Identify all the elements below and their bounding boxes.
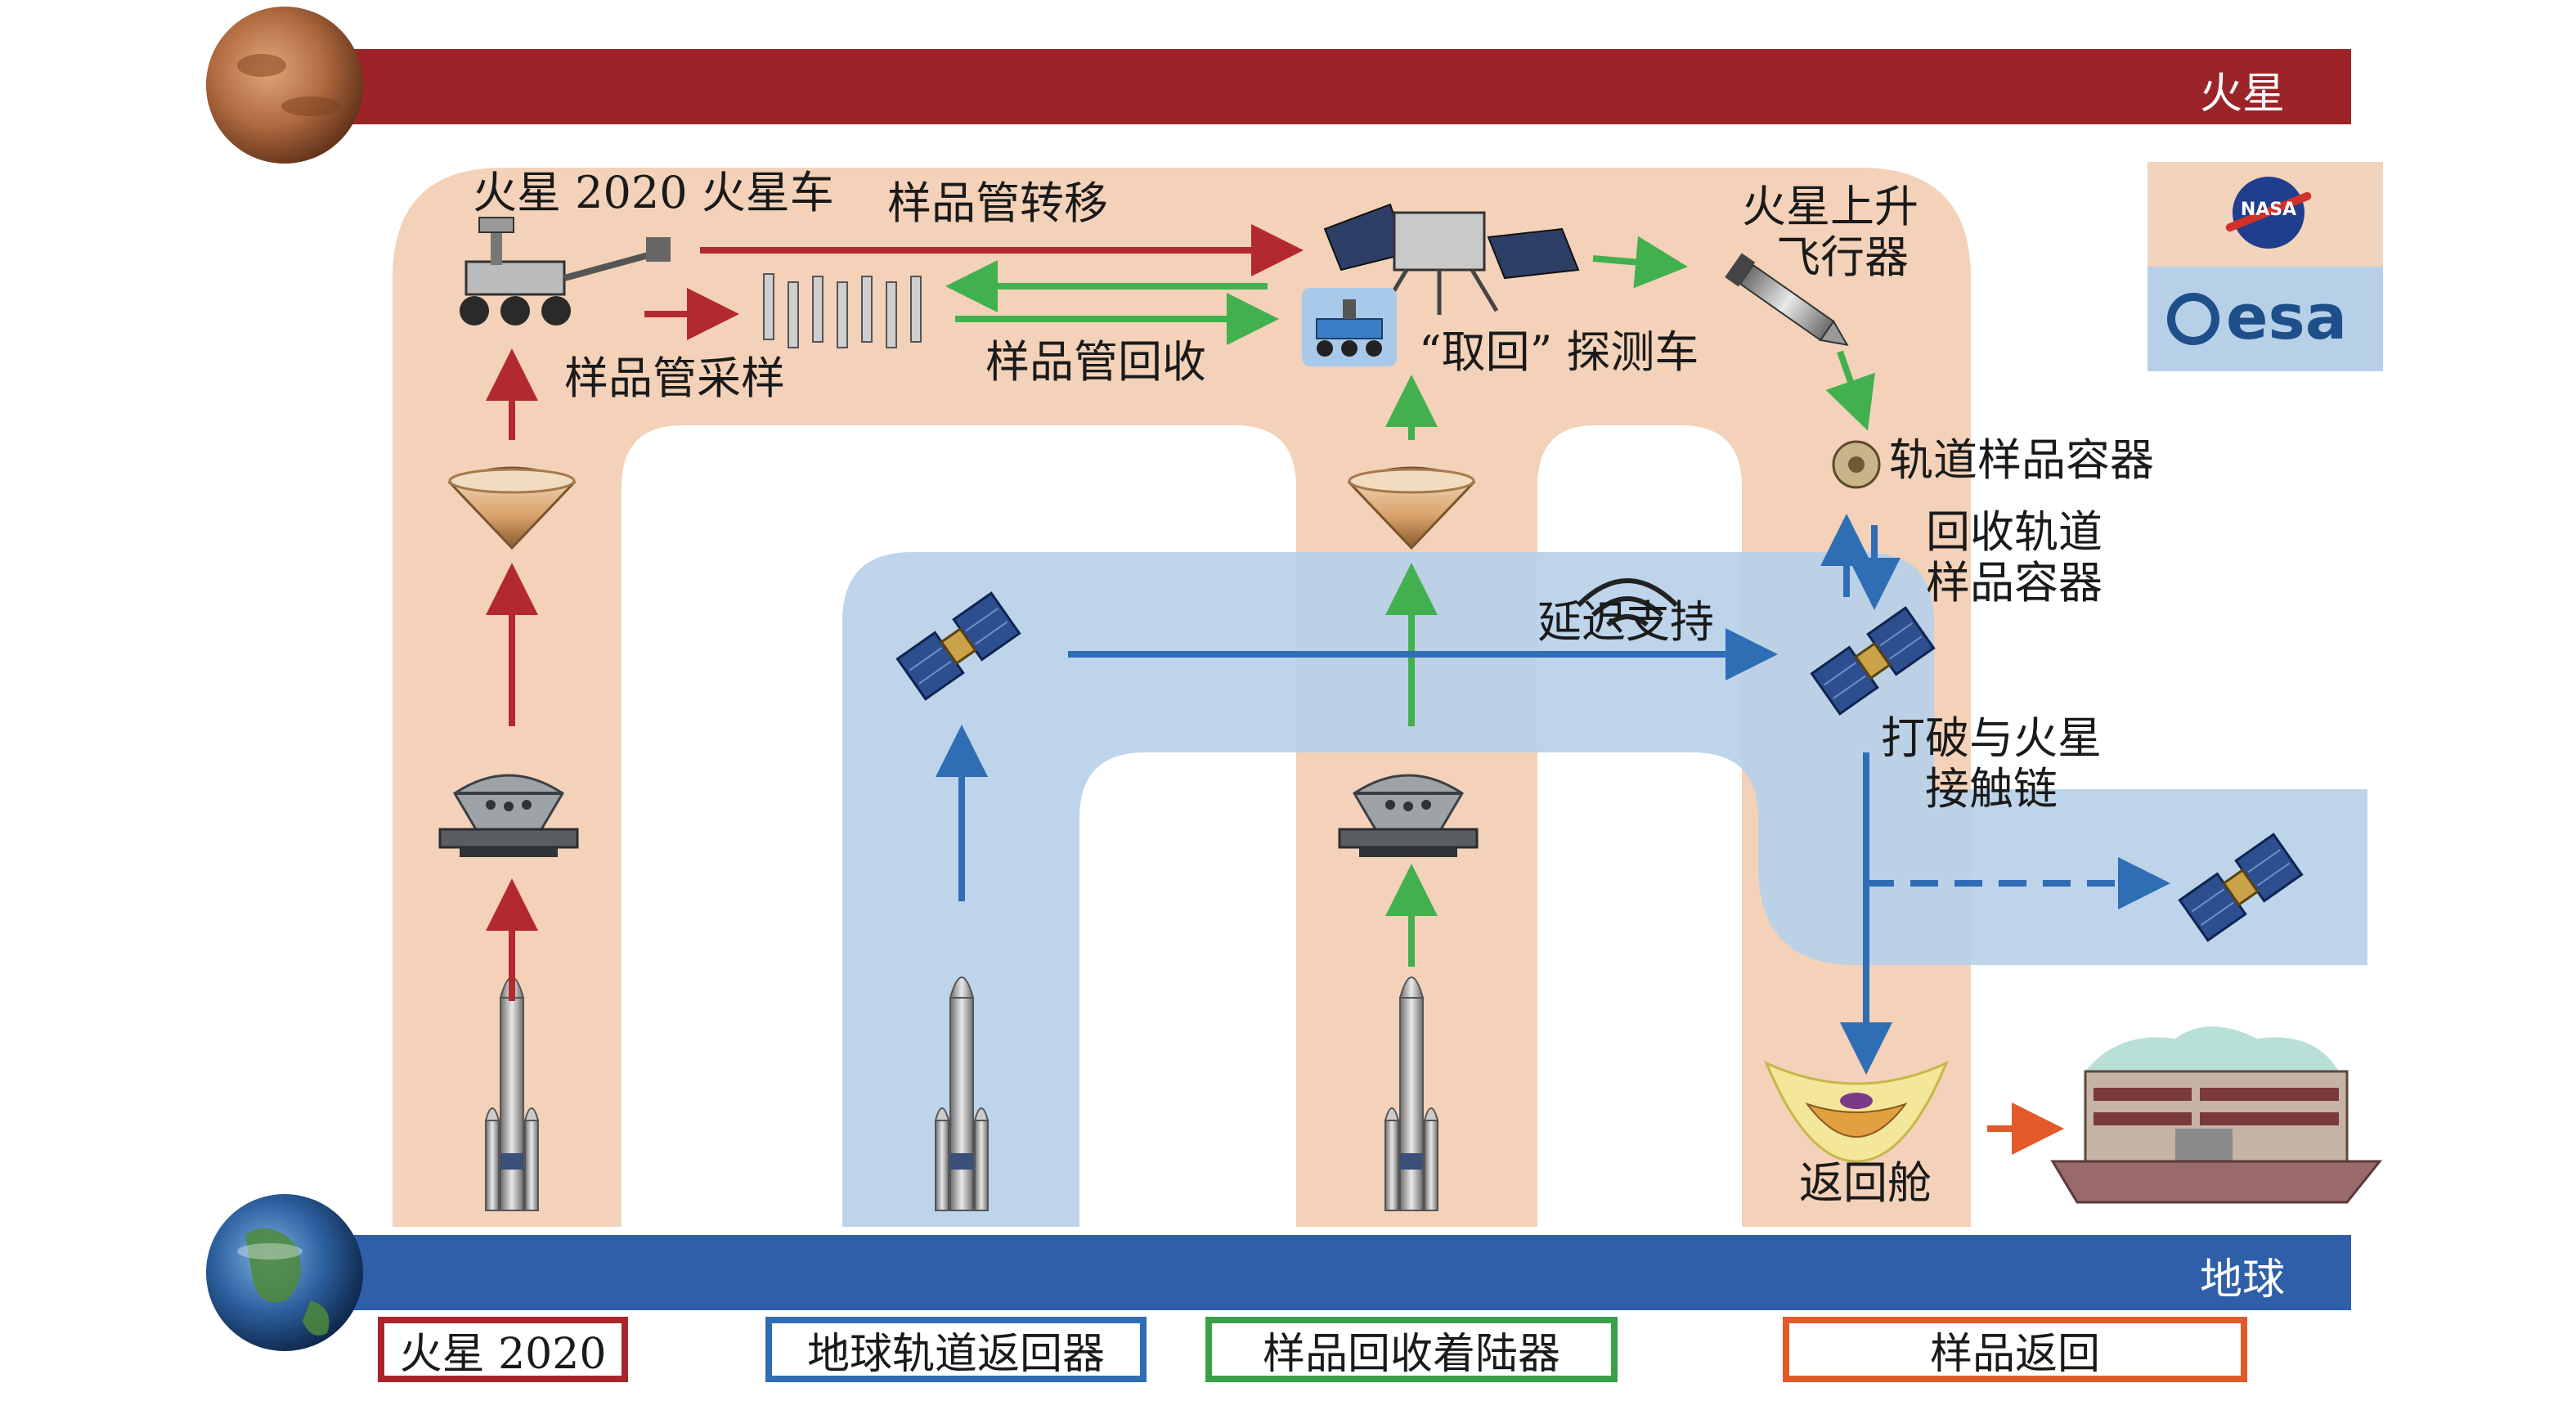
rover-2020-label: 火星 2020 火星车: [473, 167, 834, 218]
nasa-logo-text: NASA: [2240, 200, 2297, 220]
recover-container-label-line1: 回收轨道: [1926, 506, 2103, 558]
tube-transfer-label: 样品管转移: [887, 177, 1108, 229]
esa-globe-icon: [2167, 293, 2219, 345]
mars2020-rover-icon: [460, 217, 671, 326]
break-chain-label-line2: 接触链: [1925, 763, 2058, 815]
earth-label: 地球: [2200, 1255, 2286, 1304]
break-chain-label: 打破与火星 接触链: [1881, 712, 2102, 815]
tube-sampling-label: 样品管采样: [564, 352, 785, 404]
ascent-vehicle-label: 火星上升 飞行器: [1742, 181, 1919, 284]
break-chain-label-line1: 打破与火星: [1881, 712, 2102, 764]
mars-planet-icon: [206, 7, 363, 164]
esa-logo-text: esa: [2226, 281, 2348, 353]
fetch-lander-icon: [1323, 203, 1580, 315]
fetch-rover-label: “取回” 探测车: [1419, 326, 1699, 378]
receiving-facility-icon: [2050, 1026, 2383, 1204]
return-capsule-label: 返回舱: [1799, 1157, 1932, 1209]
earth-bar: [339, 1235, 2351, 1310]
orbit-path-bands: [842, 552, 2367, 1227]
legend-sample-retrieval-lander: 样品回收着陆器: [1205, 1317, 1618, 1382]
mars-ascent-vehicle-icon: [1725, 253, 1849, 346]
mars2020-arrows: [486, 224, 1304, 1001]
delay-support-label: 延迟支持: [1537, 596, 1714, 648]
lander-arrows: [945, 236, 1875, 967]
orbiter-arrows: [936, 514, 2170, 1075]
sample-tubes-icon: [763, 273, 922, 348]
signal-icon: [1576, 578, 1679, 627]
orbit-container-label: 轨道样品容器: [1889, 434, 2154, 486]
recover-container-label: 回收轨道 样品容器: [1926, 506, 2103, 609]
ascent-vehicle-label-line1: 火星上升: [1742, 181, 1919, 232]
recover-container-label-line2: 样品容器: [1926, 557, 2103, 609]
mars-label: 火星: [2200, 70, 2286, 119]
fetch-rover-icon: [1302, 288, 1397, 366]
agency-logos: NASA esa: [2147, 162, 2383, 371]
legend-earth-return-orbiter: 地球轨道返回器: [765, 1317, 1147, 1382]
legend-sample-return: 样品返回: [1783, 1317, 2247, 1382]
return-capsule-icon: [1764, 1061, 1949, 1163]
ascent-vehicle-label-line2: 飞行器: [1776, 231, 1909, 284]
tube-retrieval-label: 样品管回收: [985, 336, 1206, 388]
legend-mars2020: 火星 2020: [378, 1317, 628, 1382]
mars-bar: [339, 49, 2351, 124]
orbiting-sample-container-icon: [1832, 440, 1881, 489]
